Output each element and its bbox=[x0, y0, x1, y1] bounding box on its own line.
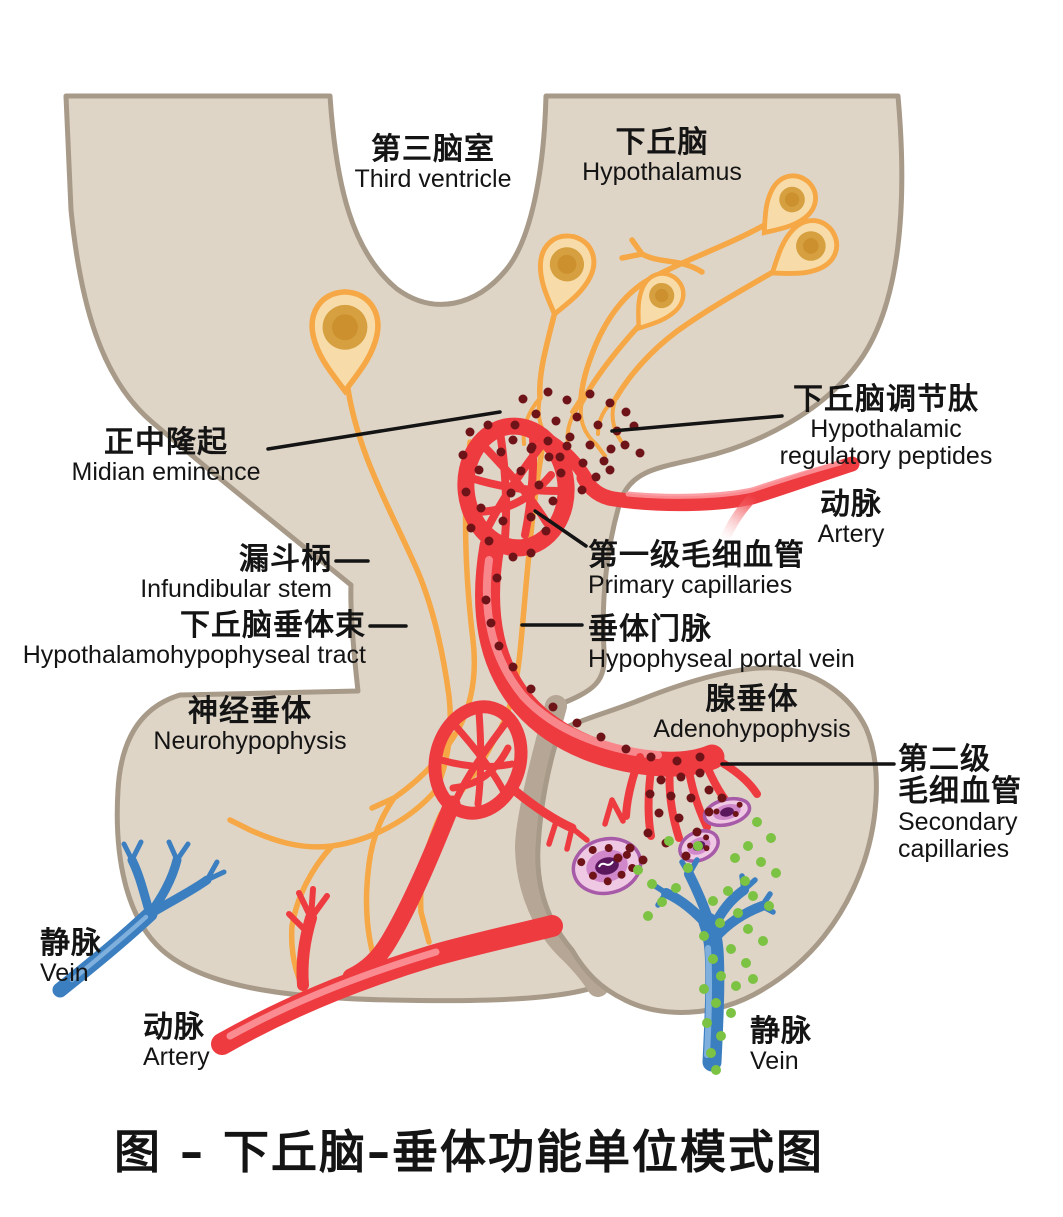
arterial-system bbox=[211, 417, 860, 1055]
label-secondary-capillaries-zh1: 第二级 bbox=[898, 742, 991, 777]
label-median-eminence-zh: 正中隆起 bbox=[104, 425, 228, 460]
label-infundibular-stem-zh: 漏斗柄 bbox=[239, 542, 332, 577]
label-secondary-capillaries-zh2: 毛细血管 bbox=[898, 774, 1022, 810]
neuron-soma bbox=[761, 173, 818, 236]
label-portal-vein-zh: 垂体门脉 bbox=[588, 612, 712, 647]
superior-artery bbox=[576, 456, 860, 512]
secondary-capillary-fan bbox=[622, 753, 761, 842]
label-hypophyseal-tract: 下丘脑垂体束 Hypothalamohypophyseal tract bbox=[0, 608, 366, 670]
endocrine-cell bbox=[702, 796, 752, 828]
primary-capillary-plexus bbox=[457, 417, 593, 557]
regulatory-peptides-leader bbox=[610, 414, 784, 433]
label-artery-right: 动脉 Artery bbox=[817, 487, 885, 549]
label-regulatory-peptides-zh: 下丘脑调节肽 bbox=[792, 382, 979, 417]
inferior-artery bbox=[211, 886, 563, 1055]
neuron-soma bbox=[769, 218, 839, 276]
label-artery-bottom: 动脉 Artery bbox=[143, 1010, 210, 1072]
figure-caption: 图 – 下丘脑–垂体功能单位模式图 bbox=[113, 1125, 825, 1179]
median-eminence-leader bbox=[266, 410, 502, 451]
label-third-ventricle: 第三脑室 Third ventricle bbox=[354, 132, 512, 194]
label-primary-capillaries-en: Primary capillaries bbox=[588, 571, 793, 600]
label-median-eminence-en: Midian eminence bbox=[71, 458, 261, 487]
label-adenohypophysis-zh: 腺垂体 bbox=[705, 682, 799, 717]
label-hypophyseal-tract-zh: 下丘脑垂体束 bbox=[180, 608, 366, 643]
label-hypothalamus-zh: 下丘脑 bbox=[615, 125, 709, 160]
neurosecretory-neurons bbox=[227, 173, 839, 1003]
label-hypothalamus-en: Hypothalamus bbox=[582, 158, 742, 187]
label-hypophyseal-tract-en: Hypothalamohypophyseal tract bbox=[22, 641, 366, 670]
label-adenohypophysis: 腺垂体 Adenohypophysis bbox=[653, 682, 851, 744]
label-infundibular-stem-en: Infundibular stem bbox=[140, 575, 332, 604]
label-vein-left-zh: 静脉 bbox=[40, 926, 102, 961]
label-secondary-capillaries-en1: Secondary bbox=[898, 807, 1018, 836]
peptide-dots bbox=[458, 387, 727, 865]
label-artery-bottom-en: Artery bbox=[143, 1043, 210, 1072]
label-hypothalamus: 下丘脑 Hypothalamus bbox=[582, 125, 742, 187]
label-portal-vein-en: Hypophyseal portal vein bbox=[588, 645, 855, 674]
leader-lines bbox=[266, 410, 896, 766]
label-artery-right-zh: 动脉 bbox=[820, 487, 882, 522]
label-portal-vein: 垂体门脉 Hypophyseal portal vein bbox=[588, 612, 855, 674]
label-adenohypophysis-en: Adenohypophysis bbox=[653, 715, 851, 744]
label-regulatory-peptides-en1: Hypothalamic bbox=[810, 415, 962, 444]
label-regulatory-peptides-en2: regulatory peptides bbox=[779, 442, 993, 471]
label-primary-capillaries-zh: 第一级毛细血管 bbox=[588, 538, 805, 573]
label-neurohypophysis-en: Neurohypophysis bbox=[153, 727, 347, 756]
label-vein-left: 静脉 Vein bbox=[40, 926, 102, 988]
label-third-ventricle-zh: 第三脑室 bbox=[371, 132, 495, 167]
neuron-soma bbox=[309, 289, 381, 396]
label-neurohypophysis-zh: 神经垂体 bbox=[187, 694, 312, 729]
neuron-soma bbox=[537, 233, 597, 319]
label-infundibular-stem: 漏斗柄 Infundibular stem bbox=[0, 542, 332, 604]
label-primary-capillaries: 第一级毛细血管 Primary capillaries bbox=[588, 538, 805, 600]
label-vein-left-en: Vein bbox=[40, 959, 89, 988]
label-median-eminence: 正中隆起 Midian eminence bbox=[71, 425, 261, 487]
superior-artery-branch bbox=[721, 491, 759, 541]
label-third-ventricle-en: Third ventricle bbox=[354, 165, 512, 194]
label-artery-right-en: Artery bbox=[817, 520, 885, 549]
hormone-dots bbox=[633, 817, 781, 1075]
label-vein-right-zh: 静脉 bbox=[750, 1014, 812, 1049]
primary-capillaries-leader bbox=[533, 509, 588, 548]
left-vein bbox=[52, 839, 227, 998]
label-secondary-capillaries-en2: capillaries bbox=[898, 834, 1010, 863]
label-neurohypophysis: 神经垂体 Neurohypophysis bbox=[153, 694, 347, 756]
label-vein-right: 静脉 Vein bbox=[750, 1014, 812, 1076]
label-regulatory-peptides: 下丘脑调节肽 Hypothalamic regulatory peptides bbox=[779, 382, 993, 471]
label-artery-bottom-zh: 动脉 bbox=[143, 1010, 205, 1045]
neuron-soma bbox=[636, 271, 686, 332]
label-vein-right-en: Vein bbox=[750, 1047, 799, 1076]
label-secondary-capillaries: 第二级 毛细血管 Secondary capillaries bbox=[898, 742, 1022, 863]
